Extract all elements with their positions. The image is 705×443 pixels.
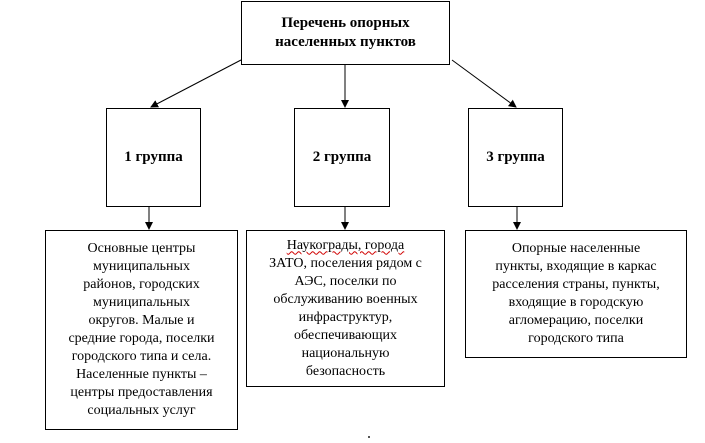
desc-line: национальную	[301, 345, 390, 361]
desc-line: городского типа	[528, 331, 624, 346]
group-2-box: 2 группа	[294, 108, 390, 207]
desc-line: АЭС, поселки по	[294, 273, 397, 289]
desc-line: пункты, входящие в каркас	[495, 259, 657, 274]
group-3-label: 3 группа	[486, 149, 545, 165]
desc-line: обеспечивающих	[294, 327, 397, 343]
title-line-2: населенных пунктов	[275, 34, 416, 50]
stray-dot	[368, 436, 370, 438]
desc-line: центры предоставления	[70, 385, 213, 400]
desc-line: ЗАТО, поселения рядом с	[269, 255, 422, 271]
desc-line: агломерацию, поселки	[508, 313, 644, 328]
desc-line: округов. Малые и	[88, 313, 195, 328]
desc-line: Опорные населенные	[511, 241, 641, 256]
group-1-description: Основные центры муниципальных районов, г…	[45, 230, 238, 430]
desc-line: социальных услуг	[87, 403, 196, 418]
title-line-1: Перечень опорных	[281, 15, 410, 31]
desc-first-line: Наукограды, города	[286, 237, 405, 253]
desc-line: безопасность	[305, 363, 386, 379]
group-2-description: Наукограды, города ЗАТО, поселения рядом…	[246, 230, 445, 387]
title-box: Перечень опорных населенных пунктов	[241, 1, 450, 65]
desc-line: Наукограды, города	[269, 237, 422, 255]
desc-line: Населенные пункты –	[76, 367, 207, 382]
desc-line: муниципальных	[93, 295, 190, 310]
group-3-description: Опорные населенные пункты, входящие в ка…	[465, 230, 687, 358]
desc-line: районов, городских	[83, 277, 200, 292]
arrow-title-to-group-1	[150, 59, 242, 108]
arrow-title-to-group-3	[451, 59, 517, 108]
desc-line: городского типа и села.	[71, 349, 212, 364]
desc-line: обслуживанию военных	[273, 291, 418, 307]
group-1-label: 1 группа	[124, 149, 183, 165]
desc-line: Основные центры	[87, 241, 196, 256]
desc-line: муниципальных	[93, 259, 190, 274]
desc-line: средние города, поселки	[68, 331, 215, 346]
group-2-label: 2 группа	[312, 149, 372, 165]
desc-line: инфраструктур,	[298, 309, 393, 325]
desc-line: расселения страны, пункты,	[492, 277, 660, 292]
group-3-box: 3 группа	[468, 108, 563, 207]
desc-line: входящие в городскую	[508, 295, 644, 310]
group-1-box: 1 группа	[106, 108, 201, 207]
